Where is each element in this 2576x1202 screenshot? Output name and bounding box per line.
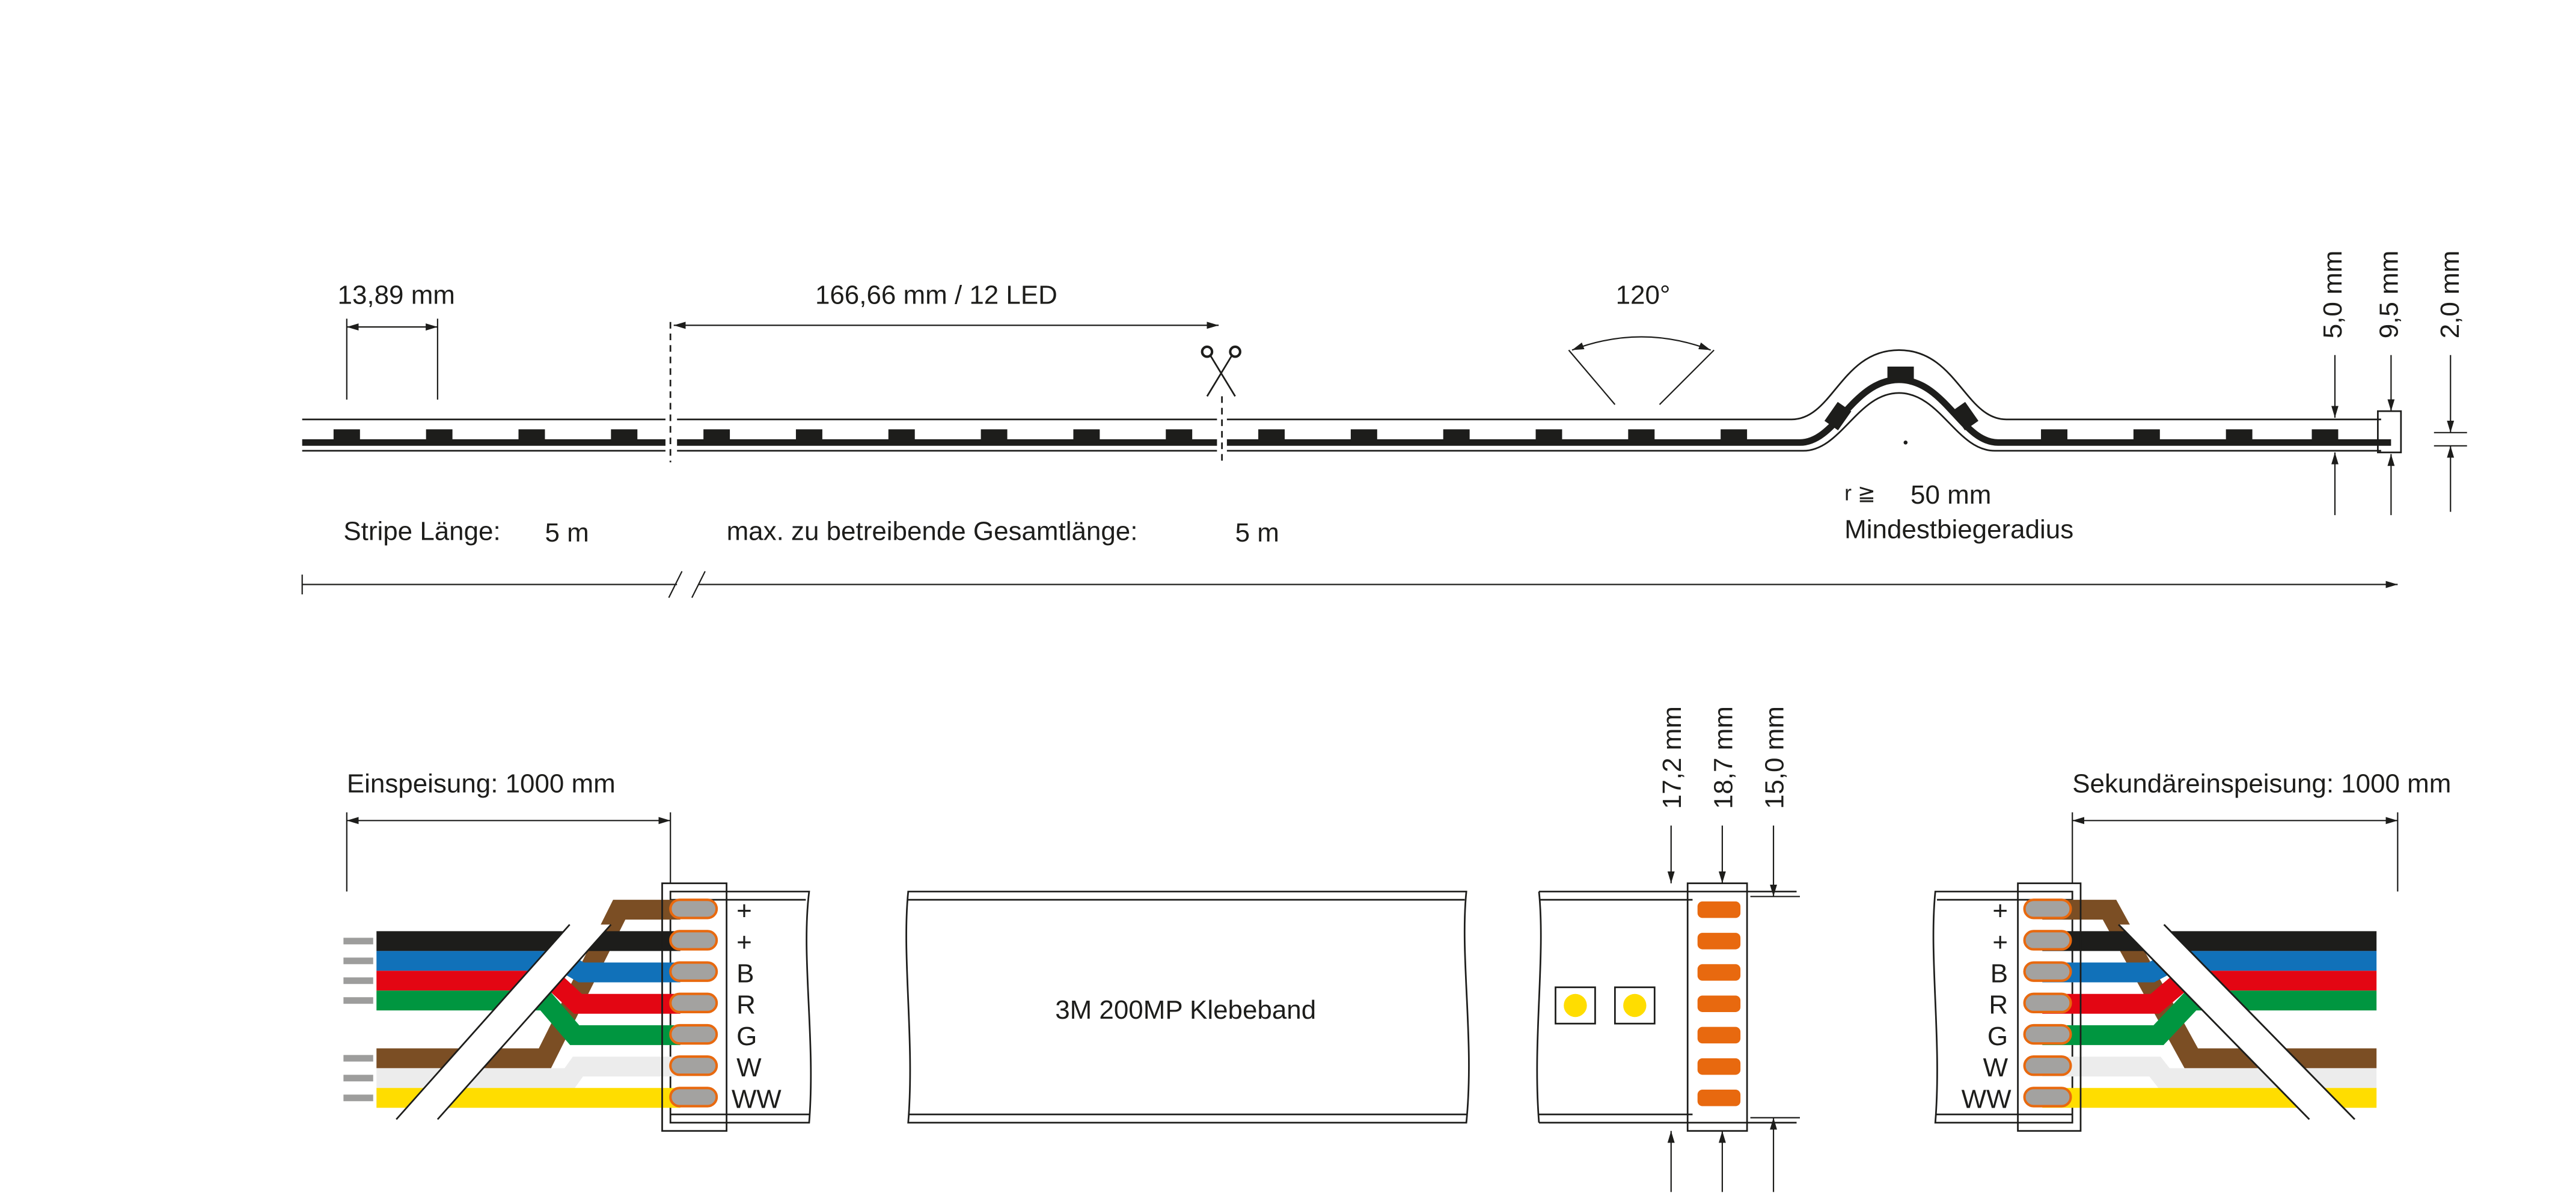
led-pitch-label: 13,89 mm xyxy=(338,281,455,310)
led-chips xyxy=(333,366,2339,443)
pin-label: W xyxy=(736,1053,762,1082)
scissors-icon xyxy=(1201,345,1241,397)
dim-width-a: 17,2 mm xyxy=(1657,706,1687,809)
pin-label: R xyxy=(736,990,756,1020)
feed-label: Einspeisung: 1000 mm xyxy=(347,769,616,799)
pin-label: B xyxy=(736,959,754,989)
max-length-value: 5 m xyxy=(1235,518,1279,548)
height-dimensions: 5,0 mm 9,5 mm 2,0 mm xyxy=(2318,251,2467,516)
bend-radius-prefix: r ≧ xyxy=(1844,481,1876,505)
dim-width-c: 15,0 mm xyxy=(1760,706,1790,809)
dim-width-b: 18,7 mm xyxy=(1709,706,1738,809)
led-icon xyxy=(1564,993,1587,1017)
secondary-feed-label: Sekundäreinspeisung: 1000 mm xyxy=(2072,769,2451,799)
pcb-height-label: 2,0 mm xyxy=(2435,251,2465,339)
tape-label: 3M 200MP Klebeband xyxy=(1055,995,1316,1025)
stripe-length-label: Stripe Länge: xyxy=(343,516,500,546)
length-dimension-line xyxy=(301,571,2398,598)
bend-radius-label: Mindestbiegeradius xyxy=(1844,515,2073,545)
feed-connector-left: Einspeisung: 1000 mm + + B R G W WW xyxy=(343,769,812,1132)
pin-label: + xyxy=(1992,896,2008,926)
pin-label: + xyxy=(736,927,752,957)
beam-angle-dimension: 120° xyxy=(1568,281,1715,405)
pin-label: W xyxy=(1983,1053,2008,1082)
pin-label: WW xyxy=(1962,1084,2012,1114)
pin-label: WW xyxy=(732,1084,782,1114)
led-height-label: 5,0 mm xyxy=(2318,251,2348,339)
max-length-label: max. zu betreibende Gesamtlänge: xyxy=(727,516,1138,546)
segment-dimension: 166,66 mm / 12 LED xyxy=(673,281,1219,329)
stripe-length-value: 5 m xyxy=(545,518,589,548)
pin-label: + xyxy=(1992,927,2008,957)
strip-top-view: 17,2 mm 18,7 mm 15,0 mm xyxy=(1536,706,1800,1192)
adhesive-tape: 3M 200MP Klebeband xyxy=(905,891,1470,1124)
pin-label: G xyxy=(736,1022,757,1051)
segment-label: 166,66 mm / 12 LED xyxy=(815,281,1057,310)
total-height-label: 9,5 mm xyxy=(2374,251,2403,339)
led-icon xyxy=(1623,993,1647,1017)
pin-label: + xyxy=(736,896,752,926)
beam-angle-label: 120° xyxy=(1616,281,1671,310)
pin-label: R xyxy=(1989,990,2008,1020)
pin-label: G xyxy=(1987,1022,2008,1051)
led-pitch-dimension: 13,89 mm xyxy=(338,281,455,400)
strip-side-view xyxy=(302,322,2402,463)
pin-label: B xyxy=(1990,959,2008,989)
feed-connector-right: Sekundäreinspeisung: 1000 mm + + B R G W… xyxy=(1932,769,2451,1132)
bend-radius-value: 50 mm xyxy=(1911,480,1991,510)
